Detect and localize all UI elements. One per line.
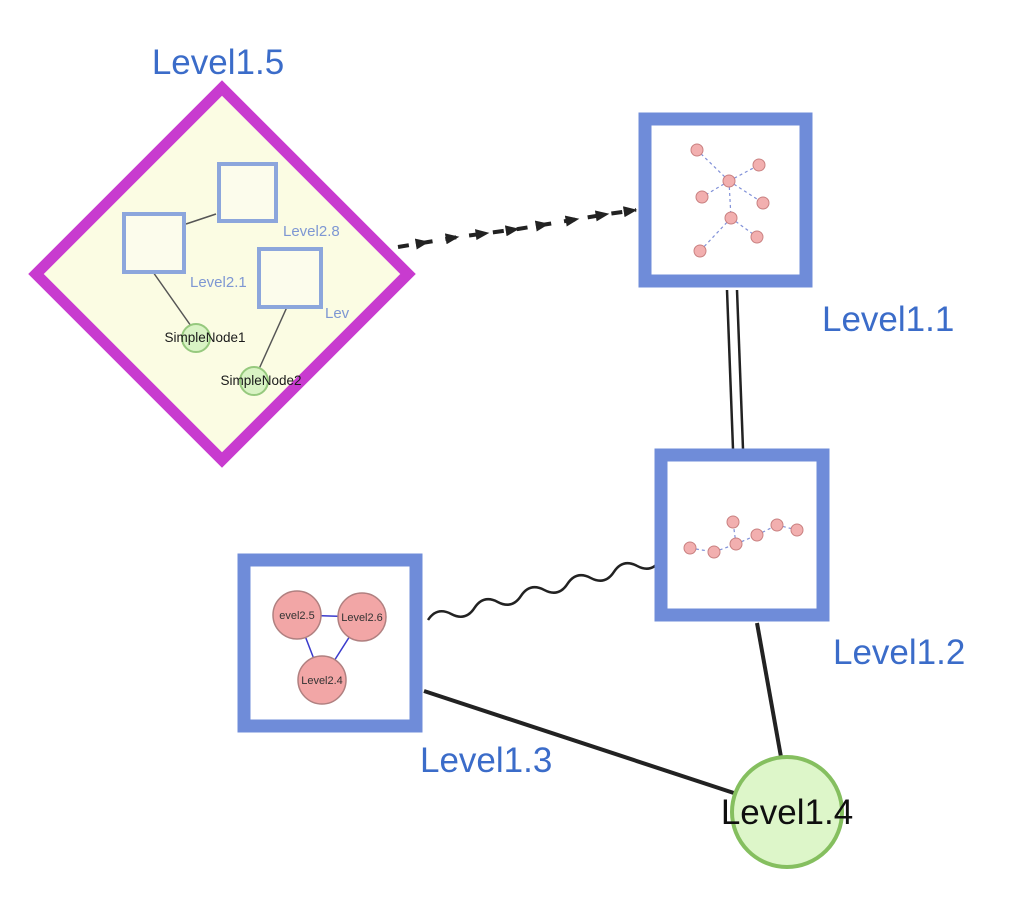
edge-level13-level12[interactable] — [426, 555, 662, 626]
mini-edge[interactable] — [728, 180, 764, 204]
level12-subgraph — [683, 515, 804, 559]
group-node-level21[interactable] — [122, 212, 186, 274]
mini-node[interactable] — [750, 528, 764, 542]
node-level26[interactable] — [337, 592, 387, 642]
node-simplenode2[interactable] — [239, 366, 269, 396]
mini-node[interactable] — [693, 244, 707, 258]
mini-node[interactable] — [724, 211, 738, 225]
node-label-level26: Level2.6 — [341, 612, 383, 624]
mini-node[interactable] — [683, 541, 697, 555]
mini-node[interactable] — [722, 174, 736, 188]
mini-node[interactable] — [756, 196, 770, 210]
group-node-level28[interactable] — [217, 162, 278, 223]
diamond-shape[interactable] — [28, 80, 416, 468]
node-simplenode1[interactable] — [181, 323, 211, 353]
node-level24[interactable] — [297, 655, 347, 705]
node-level13[interactable]: evel2.5 Level2.6 Level2.4 Level1.3 — [237, 553, 552, 780]
mini-node[interactable] — [752, 158, 766, 172]
group-node-lev[interactable] — [257, 247, 323, 309]
group-label-lev: Lev — [325, 305, 350, 322]
mini-node[interactable] — [770, 518, 784, 532]
edge-level11-level12[interactable] — [725, 289, 745, 450]
node-label-level24: Level2.4 — [301, 675, 343, 687]
node-level11[interactable]: Level1.1 — [638, 112, 954, 339]
mini-node[interactable] — [750, 230, 764, 244]
group-box-level11[interactable] — [638, 112, 813, 288]
mini-node[interactable] — [707, 545, 721, 559]
node-label-simplenode1: SimpleNode1 — [164, 330, 245, 345]
node-level25[interactable] — [272, 590, 322, 640]
mini-edge[interactable] — [699, 217, 732, 252]
level11-subgraph — [690, 143, 770, 258]
node-level15[interactable]: Level1.5 Level2.8 Level2.1 Lev SimpleNod… — [28, 43, 416, 468]
node-label-level25: evel2.5 — [279, 610, 314, 622]
node-label-level15: Level1.5 — [152, 43, 284, 82]
mini-edge[interactable] — [696, 149, 730, 182]
inner-edge-level28-level21[interactable] — [185, 213, 217, 225]
group-label-level28: Level2.8 — [283, 223, 340, 240]
mini-node[interactable] — [726, 515, 740, 529]
node-level14[interactable]: Level1.4 — [721, 755, 853, 869]
group-label-level21: Level2.1 — [190, 274, 247, 291]
node-level12[interactable]: Level1.2 — [654, 448, 965, 672]
inner-edge-level21-simplenode1[interactable] — [152, 271, 192, 327]
node-label-level14: Level1.4 — [721, 793, 853, 832]
edge-level12-level14[interactable] — [755, 622, 783, 758]
node-label-level13: Level1.3 — [420, 741, 552, 780]
inner-edge-lev-simplenode2[interactable] — [258, 306, 288, 370]
edge-level13-level14[interactable] — [423, 689, 747, 799]
circle-level14[interactable] — [730, 755, 844, 869]
level13-subgraph: evel2.5 Level2.6 Level2.4 — [272, 590, 387, 705]
mini-node[interactable] — [690, 143, 704, 157]
mini-node[interactable] — [695, 190, 709, 204]
node-label-level12: Level1.2 — [833, 633, 965, 672]
node-label-simplenode2: SimpleNode2 — [220, 373, 301, 388]
node-label-level11: Level1.1 — [822, 300, 954, 339]
mini-node[interactable] — [790, 523, 804, 537]
mini-node[interactable] — [729, 537, 743, 551]
edge-level15-level11[interactable] — [397, 206, 638, 250]
